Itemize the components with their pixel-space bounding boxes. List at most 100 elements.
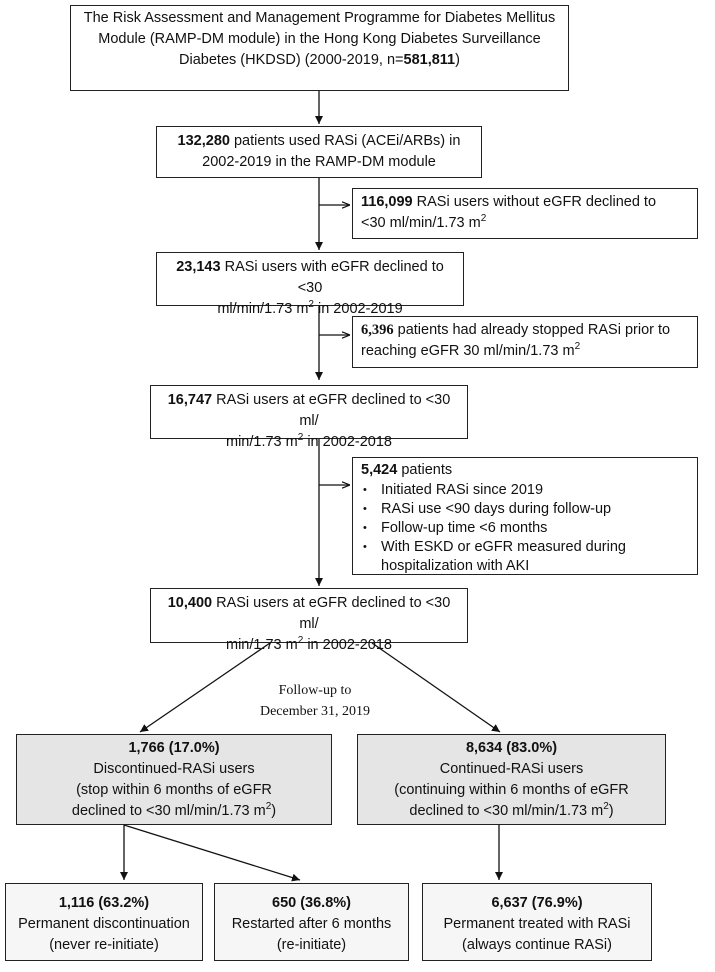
- discontinued-line-2: Discontinued-RASi users: [93, 761, 255, 777]
- continued-unit-sup: 2: [603, 801, 609, 813]
- source-line-3-text: Diabetes (HKDSD) (2000-2019, n=: [179, 52, 404, 68]
- box-permanent-treated: 6,637 (76.9%) Permanent treated with RAS…: [422, 883, 652, 961]
- list-item: •RASi use <90 days during follow-up: [361, 500, 689, 519]
- discontinued-count: 1,766 (17.0%): [128, 740, 220, 756]
- box-rasi-users: 132,280 patients used RASi (ACEi/ARBs) i…: [156, 126, 482, 178]
- final-period: in 2002-2018: [303, 637, 392, 653]
- discontinued-count-line: 1,766 (17.0%): [25, 738, 323, 759]
- excl-egfr-line-2: <30 ml/min/1.73 m2: [361, 213, 689, 234]
- excl-multi-count: 5,424: [361, 462, 398, 478]
- egfr2018-unit-sup: 2: [297, 432, 304, 444]
- arrow-disc-to-restarted: [123, 824, 301, 882]
- box-restarted: 650 (36.8%) Restarted after 6 months (re…: [214, 883, 409, 961]
- perm-disc-count-line: 1,116 (63.2%): [14, 893, 194, 914]
- excl-multi-header-text: patients: [397, 462, 453, 478]
- final-unit-sup: 2: [297, 635, 304, 647]
- source-line-2: Module (RAMP-DM module) in the Hong Kong…: [98, 31, 541, 47]
- box-egfr-2018: 16,747 RASi users at eGFR declined to <3…: [150, 385, 468, 450]
- continued-line-2: Continued-RASi users: [439, 761, 584, 777]
- discontinued-unit: declined to <30 ml/min/1.73 m: [71, 803, 266, 819]
- restarted-count: 650 (36.8%): [272, 895, 351, 911]
- bullet-icon: •: [363, 522, 367, 534]
- rasi-line-2: 2002-2019 in the RAMP-DM module: [202, 154, 436, 170]
- continued-unit: declined to <30 ml/min/1.73 m: [409, 803, 604, 819]
- discontinued-line-4: declined to <30 ml/min/1.73 m2): [25, 801, 323, 822]
- excl-egfr-unit: <30 ml/min/1.73 m: [361, 215, 481, 231]
- final-unit: min/1.73 m: [226, 637, 298, 653]
- excl-stopped-line-2: reaching eGFR 30 ml/min/1.73 m2: [361, 341, 689, 362]
- box-discontinued: 1,766 (17.0%) Discontinued-RASi users (s…: [16, 734, 332, 825]
- egfr2018-line-2: min/1.73 m2 in 2002-2018: [159, 432, 459, 453]
- final-line-2: min/1.73 m2 in 2002-2018: [159, 635, 459, 656]
- egfr2019-count: 23,143: [176, 259, 221, 275]
- perm-disc-line-2: Permanent discontinuation: [18, 916, 190, 932]
- egfr2018-period: in 2002-2018: [303, 434, 392, 450]
- perm-treated-line-2: Permanent treated with RASi: [443, 916, 631, 932]
- continued-close: ): [608, 803, 614, 819]
- excl-reason-4: With ESKD or eGFR measured during hospit…: [381, 539, 626, 574]
- discontinued-line-3: (stop within 6 months of eGFR: [76, 782, 272, 798]
- continued-count-line: 8,634 (83.0%): [366, 738, 657, 759]
- source-line-3: Diabetes (HKDSD) (2000-2019, n=581,811): [79, 50, 560, 71]
- box-exclusion-multi: 5,424 patients •Initiated RASi since 201…: [352, 457, 698, 575]
- followup-line-2: December 31, 2019: [259, 704, 371, 719]
- arrow-final-to-discontinued: [139, 642, 271, 733]
- final-line-1: 10,400 RASi users at eGFR declined to <3…: [159, 593, 459, 635]
- excl-egfr-line-1: 116,099 RASi users without eGFR declined…: [361, 192, 689, 213]
- arrow-final-to-continued: [371, 642, 501, 733]
- rasi-users-count: 132,280: [177, 133, 230, 149]
- discontinued-close: ): [271, 803, 277, 819]
- perm-treated-line-3: (always continue RASi): [462, 937, 612, 953]
- continued-count: 8,634 (83.0%): [465, 740, 558, 756]
- excl-stopped-unit-sup: 2: [574, 341, 581, 353]
- box-final-cohort: 10,400 RASi users at eGFR declined to <3…: [150, 588, 468, 653]
- excl-stopped-line-1: 6,396 patients had already stopped RASi …: [361, 320, 689, 341]
- final-line-1-text: RASi users at eGFR declined to <30 ml/: [212, 595, 451, 632]
- egfr2018-unit: min/1.73 m: [226, 434, 298, 450]
- rasi-line-1: 132,280 patients used RASi (ACEi/ARBs) i…: [165, 131, 473, 152]
- box-exclusion-stopped: 6,396 patients had already stopped RASi …: [352, 316, 698, 368]
- source-line-3-close: ): [455, 52, 460, 68]
- box-continued: 8,634 (83.0%) Continued-RASi users (cont…: [357, 734, 666, 825]
- followup-line-1: Follow-up to: [278, 683, 352, 698]
- egfr2018-line-1-text: RASi users at eGFR declined to <30 ml/: [212, 392, 451, 429]
- source-line-1: The Risk Assessment and Management Progr…: [83, 10, 556, 26]
- excl-egfr-unit-sup: 2: [480, 213, 487, 225]
- continued-line-4: declined to <30 ml/min/1.73 m2): [366, 801, 657, 822]
- box-permanent-discontinuation: 1,116 (63.2%) Permanent discontinuation …: [5, 883, 203, 961]
- perm-treated-count-line: 6,637 (76.9%): [431, 893, 643, 914]
- restarted-line-2: Restarted after 6 months: [231, 916, 392, 932]
- restarted-count-line: 650 (36.8%): [223, 893, 400, 914]
- egfr2019-line-1: 23,143 RASi users with eGFR declined to …: [165, 257, 455, 299]
- egfr2018-line-1: 16,747 RASi users at eGFR declined to <3…: [159, 390, 459, 432]
- excl-stopped-line-1-text: patients had already stopped RASi prior …: [393, 322, 671, 338]
- box-source-cohort: The Risk Assessment and Management Progr…: [70, 5, 569, 91]
- egfr2019-unit-sup: 2: [308, 299, 314, 311]
- egfr2019-period: in 2002-2019: [313, 301, 403, 317]
- perm-treated-count: 6,637 (76.9%): [491, 895, 583, 911]
- restarted-line-3: (re-initiate): [276, 937, 347, 953]
- rasi-line-1-text: patients used RASi (ACEi/ARBs) in: [229, 133, 461, 149]
- final-count: 10,400: [167, 595, 213, 611]
- bullet-icon: •: [363, 503, 367, 515]
- perm-disc-count: 1,116 (63.2%): [58, 895, 150, 911]
- followup-label: Follow-up to December 31, 2019: [240, 680, 390, 722]
- bullet-icon: •: [363, 484, 367, 496]
- egfr2019-unit: ml/min/1.73 m: [217, 301, 309, 317]
- egfr2018-count: 16,747: [167, 392, 213, 408]
- list-item: •Initiated RASi since 2019: [361, 481, 689, 500]
- list-item: • Follow-up time <6 months: [361, 519, 689, 538]
- excl-reason-3: Follow-up time <6 months: [381, 520, 548, 536]
- perm-disc-line-3: (never re-initiate): [49, 937, 159, 953]
- excl-stopped-count: 6,396: [361, 322, 394, 338]
- excl-stopped-unit: reaching eGFR 30 ml/min/1.73 m: [361, 343, 575, 359]
- continued-line-3: (continuing within 6 months of eGFR: [394, 782, 629, 798]
- list-item: •With ESKD or eGFR measured during hospi…: [361, 538, 689, 576]
- egfr2019-line-1-text: RASi users with eGFR declined to <30: [220, 259, 444, 296]
- excl-egfr-line-1-text: RASi users without eGFR declined to: [412, 194, 657, 210]
- box-exclusion-egfr: 116,099 RASi users without eGFR declined…: [352, 188, 698, 239]
- excl-multi-header: 5,424 patients: [361, 460, 689, 481]
- excl-egfr-count: 116,099: [361, 194, 413, 210]
- source-total-count: 581,811: [403, 52, 456, 68]
